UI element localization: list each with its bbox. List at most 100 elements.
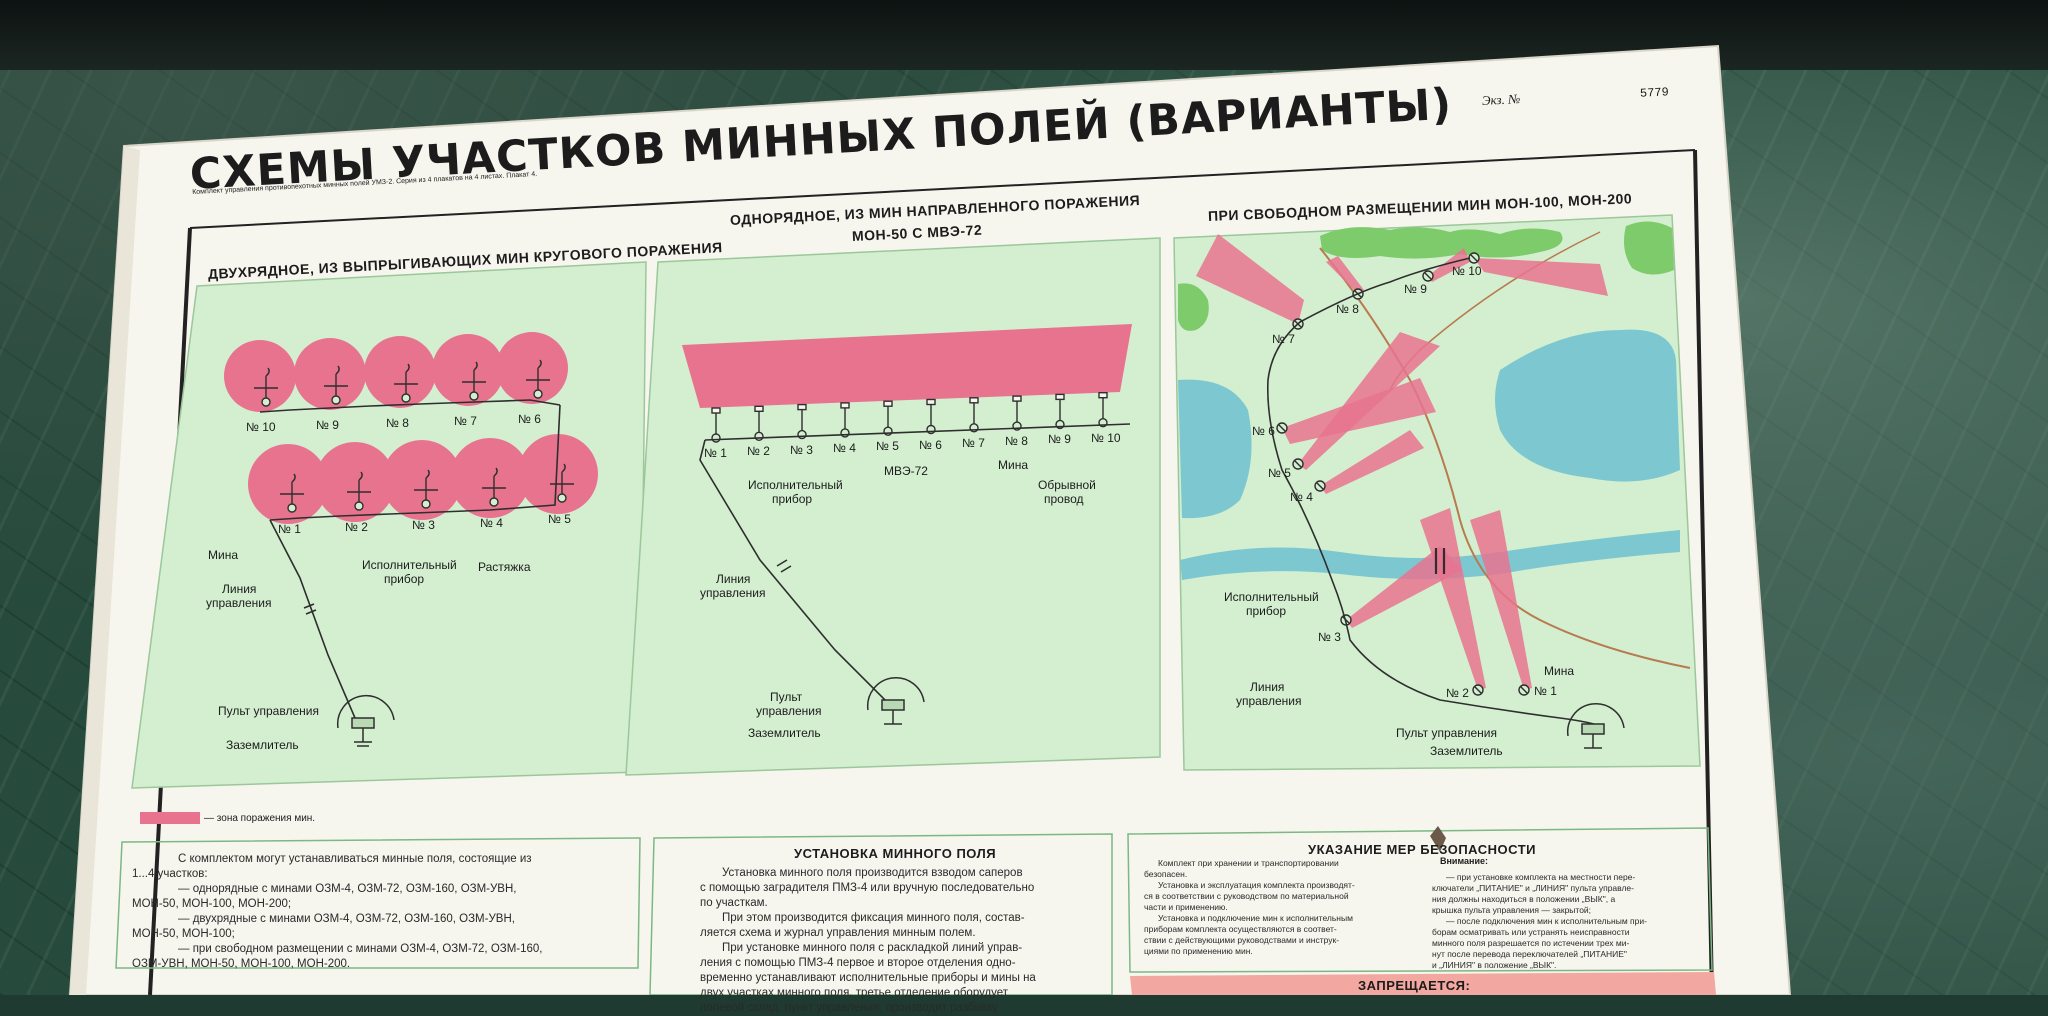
panel1-mine-label-top: № 10 <box>246 420 276 434</box>
panel2-mine-label: № 7 <box>962 435 985 450</box>
panel1-label-console: Пульт управления <box>218 704 319 718</box>
panel2-mine-label: № 9 <box>1048 432 1071 447</box>
box3-right-line: борам осматривать или устранять неисправ… <box>1432 927 1630 937</box>
box1-line: — при свободном размещении с минами ОЗМ-… <box>178 943 543 955</box>
box1-line: — двухрядные с минами ОЗМ-4, ОЗМ-72, ОЗМ… <box>178 913 515 925</box>
copy-label: Экз. № <box>1481 91 1521 108</box>
box2-line: Установка минного поля производится взво… <box>722 867 1023 879</box>
box3-left-line: Установка и эксплуатация комплекта произ… <box>1158 880 1355 890</box>
poster-graphics <box>68 44 1792 995</box>
box3-right-line: ключатели „ПИТАНИЕ" и „ЛИНИЯ" пульта упр… <box>1432 883 1634 893</box>
panel3-mine-label: № 6 <box>1252 424 1275 438</box>
panel2-zone-wedge <box>952 357 996 400</box>
panel3-zone-fan <box>1470 510 1532 690</box>
box3-left-line: циями по применению мин. <box>1144 946 1253 956</box>
panel2-label-console-2: управления <box>756 704 822 718</box>
box2-line: двух участках минного поля, третье отдел… <box>700 987 1009 999</box>
box2-line: При этом производится фиксация минного п… <box>722 912 1025 924</box>
panel2-mine <box>1098 392 1108 428</box>
box2-line: по участкам. <box>700 897 768 909</box>
panel2-label-console-1: Пульт <box>770 690 803 704</box>
panel3-mine-label: № 5 <box>1268 466 1291 480</box>
box1-line: — однорядные с минами ОЗМ-4, ОЗМ-72, ОЗМ… <box>178 883 517 895</box>
panel2-console <box>866 677 925 725</box>
panel1-mine-bottom <box>550 463 574 503</box>
box3-right-line: — при установке комплекта на местности п… <box>1446 872 1636 882</box>
panel1-mine-label-bottom: № 3 <box>412 518 435 532</box>
panel3-lake-right <box>1495 329 1680 482</box>
panel1-mine-label-top: № 9 <box>316 418 339 432</box>
box3-right-text: — при установке комплекта на местности п… <box>1432 872 1702 971</box>
panel2-mine-label: № 3 <box>790 442 813 457</box>
box3-right-line: нут после перевода переключателей „ПИТАН… <box>1432 949 1627 959</box>
panel1-zone-bottom <box>248 444 328 524</box>
box2-line: с помощью заградителя ПМЗ-4 или вручную … <box>700 882 1035 894</box>
panel1-zone-bottom <box>450 438 530 518</box>
panel2-label-device-1: Исполнительный <box>748 478 843 492</box>
panel1-zone-bottom <box>382 440 462 520</box>
box2-text: Установка минного поля производится взво… <box>700 866 1100 1016</box>
panel1-label-ground: Заземлитель <box>226 738 299 752</box>
panel3-mine-label: № 7 <box>1272 332 1295 346</box>
panel1-mine-label-top: № 7 <box>454 414 477 428</box>
panel1-zone-top <box>496 332 568 404</box>
panel3-mine <box>1518 684 1530 696</box>
panel1-mine-label-bottom: № 5 <box>548 512 571 526</box>
box2-title: УСТАНОВКА МИННОГО ПОЛЯ <box>794 846 997 861</box>
panel1-zone-top <box>432 334 504 406</box>
panel3-mine <box>1276 422 1288 434</box>
box3-attention: Внимание: <box>1440 856 1488 866</box>
box2-line: ляется схема и журнал управления минным … <box>700 927 976 939</box>
panel2-mine-label: № 4 <box>833 440 856 455</box>
panel1-mine-label-bottom: № 2 <box>345 520 368 534</box>
box3-left-line: Комплект при хранении и транспортировани… <box>1158 858 1339 868</box>
box3-right-line: и „ЛИНИЯ" в положение „ВЫК". <box>1432 960 1557 970</box>
panel3-mine-label: № 9 <box>1404 282 1427 296</box>
panel2-mine-label: № 1 <box>704 446 727 460</box>
box3-right-line: минного поля разрешается по истечении тр… <box>1432 938 1630 948</box>
panel3-zone-fan <box>1298 332 1440 470</box>
panel1-zone-top <box>364 336 436 408</box>
box3-frame <box>1127 827 1713 973</box>
panel3-road <box>1319 247 1691 669</box>
panel2-wedges <box>694 352 1125 443</box>
panel1-mine-label-top: № 6 <box>518 412 541 426</box>
panel3-label-console: Пульт управления <box>1396 726 1497 740</box>
box1-line: МОН-50, МОН-100, МОН-200; <box>132 898 292 910</box>
panel3-zones <box>1196 234 1608 696</box>
panel1-label-device-1: Исполнительный <box>362 558 457 572</box>
box1-text: С комплектом могут устанавливаться минны… <box>132 852 632 972</box>
panel3-mine <box>1468 252 1480 264</box>
panel2-mine-label: № 6 <box>919 437 942 452</box>
box1-line: 1...4 участков: <box>132 868 208 880</box>
panel2-label-mve: МВЭ-72 <box>884 464 928 478</box>
panel3-label-device-1: Исполнительный <box>1224 590 1319 604</box>
box3-left-line: Установка и подключение мин к исполнител… <box>1158 913 1353 923</box>
legend-text: — зона поражения мин. <box>204 813 316 824</box>
panel2-mine-label: № 5 <box>876 439 899 454</box>
panel3-zone-fan <box>1474 258 1608 296</box>
pin-mark <box>1430 826 1446 852</box>
panel2-mine-label: № 10 <box>1091 430 1121 445</box>
panel3-mine <box>1422 270 1434 282</box>
box2-frame <box>649 833 1113 995</box>
panel2-label-device-2: прибор <box>772 492 813 506</box>
title-rule <box>189 149 1696 229</box>
panel3-mine-label: № 8 <box>1336 302 1359 316</box>
box1-frame <box>115 837 641 969</box>
box2-line: ления с помощью ПМЗ-4 первое и второе от… <box>700 957 1016 969</box>
panel3-mine <box>1292 458 1304 470</box>
panel3-zone-fan <box>1346 546 1462 628</box>
panel3-bridge <box>1434 548 1446 574</box>
box3-left-line: ствии с действующими руководствами и инс… <box>1144 935 1340 945</box>
panel1-label-stretch: Растяжка <box>478 560 531 574</box>
box1-line: С комплектом могут устанавливаться минны… <box>178 853 532 865</box>
panel2-label-wire-1: Обрывной <box>1038 478 1096 492</box>
panel1-top-bus <box>259 399 561 413</box>
panel2-background <box>625 237 1161 776</box>
panel3-mine-label: № 2 <box>1446 686 1469 700</box>
panel1-zone-bottom <box>315 442 395 522</box>
panel1-mine-top <box>324 365 348 405</box>
panel3-tree-right <box>1624 221 1674 275</box>
panel3-label-line-1: Линия <box>1250 680 1285 694</box>
